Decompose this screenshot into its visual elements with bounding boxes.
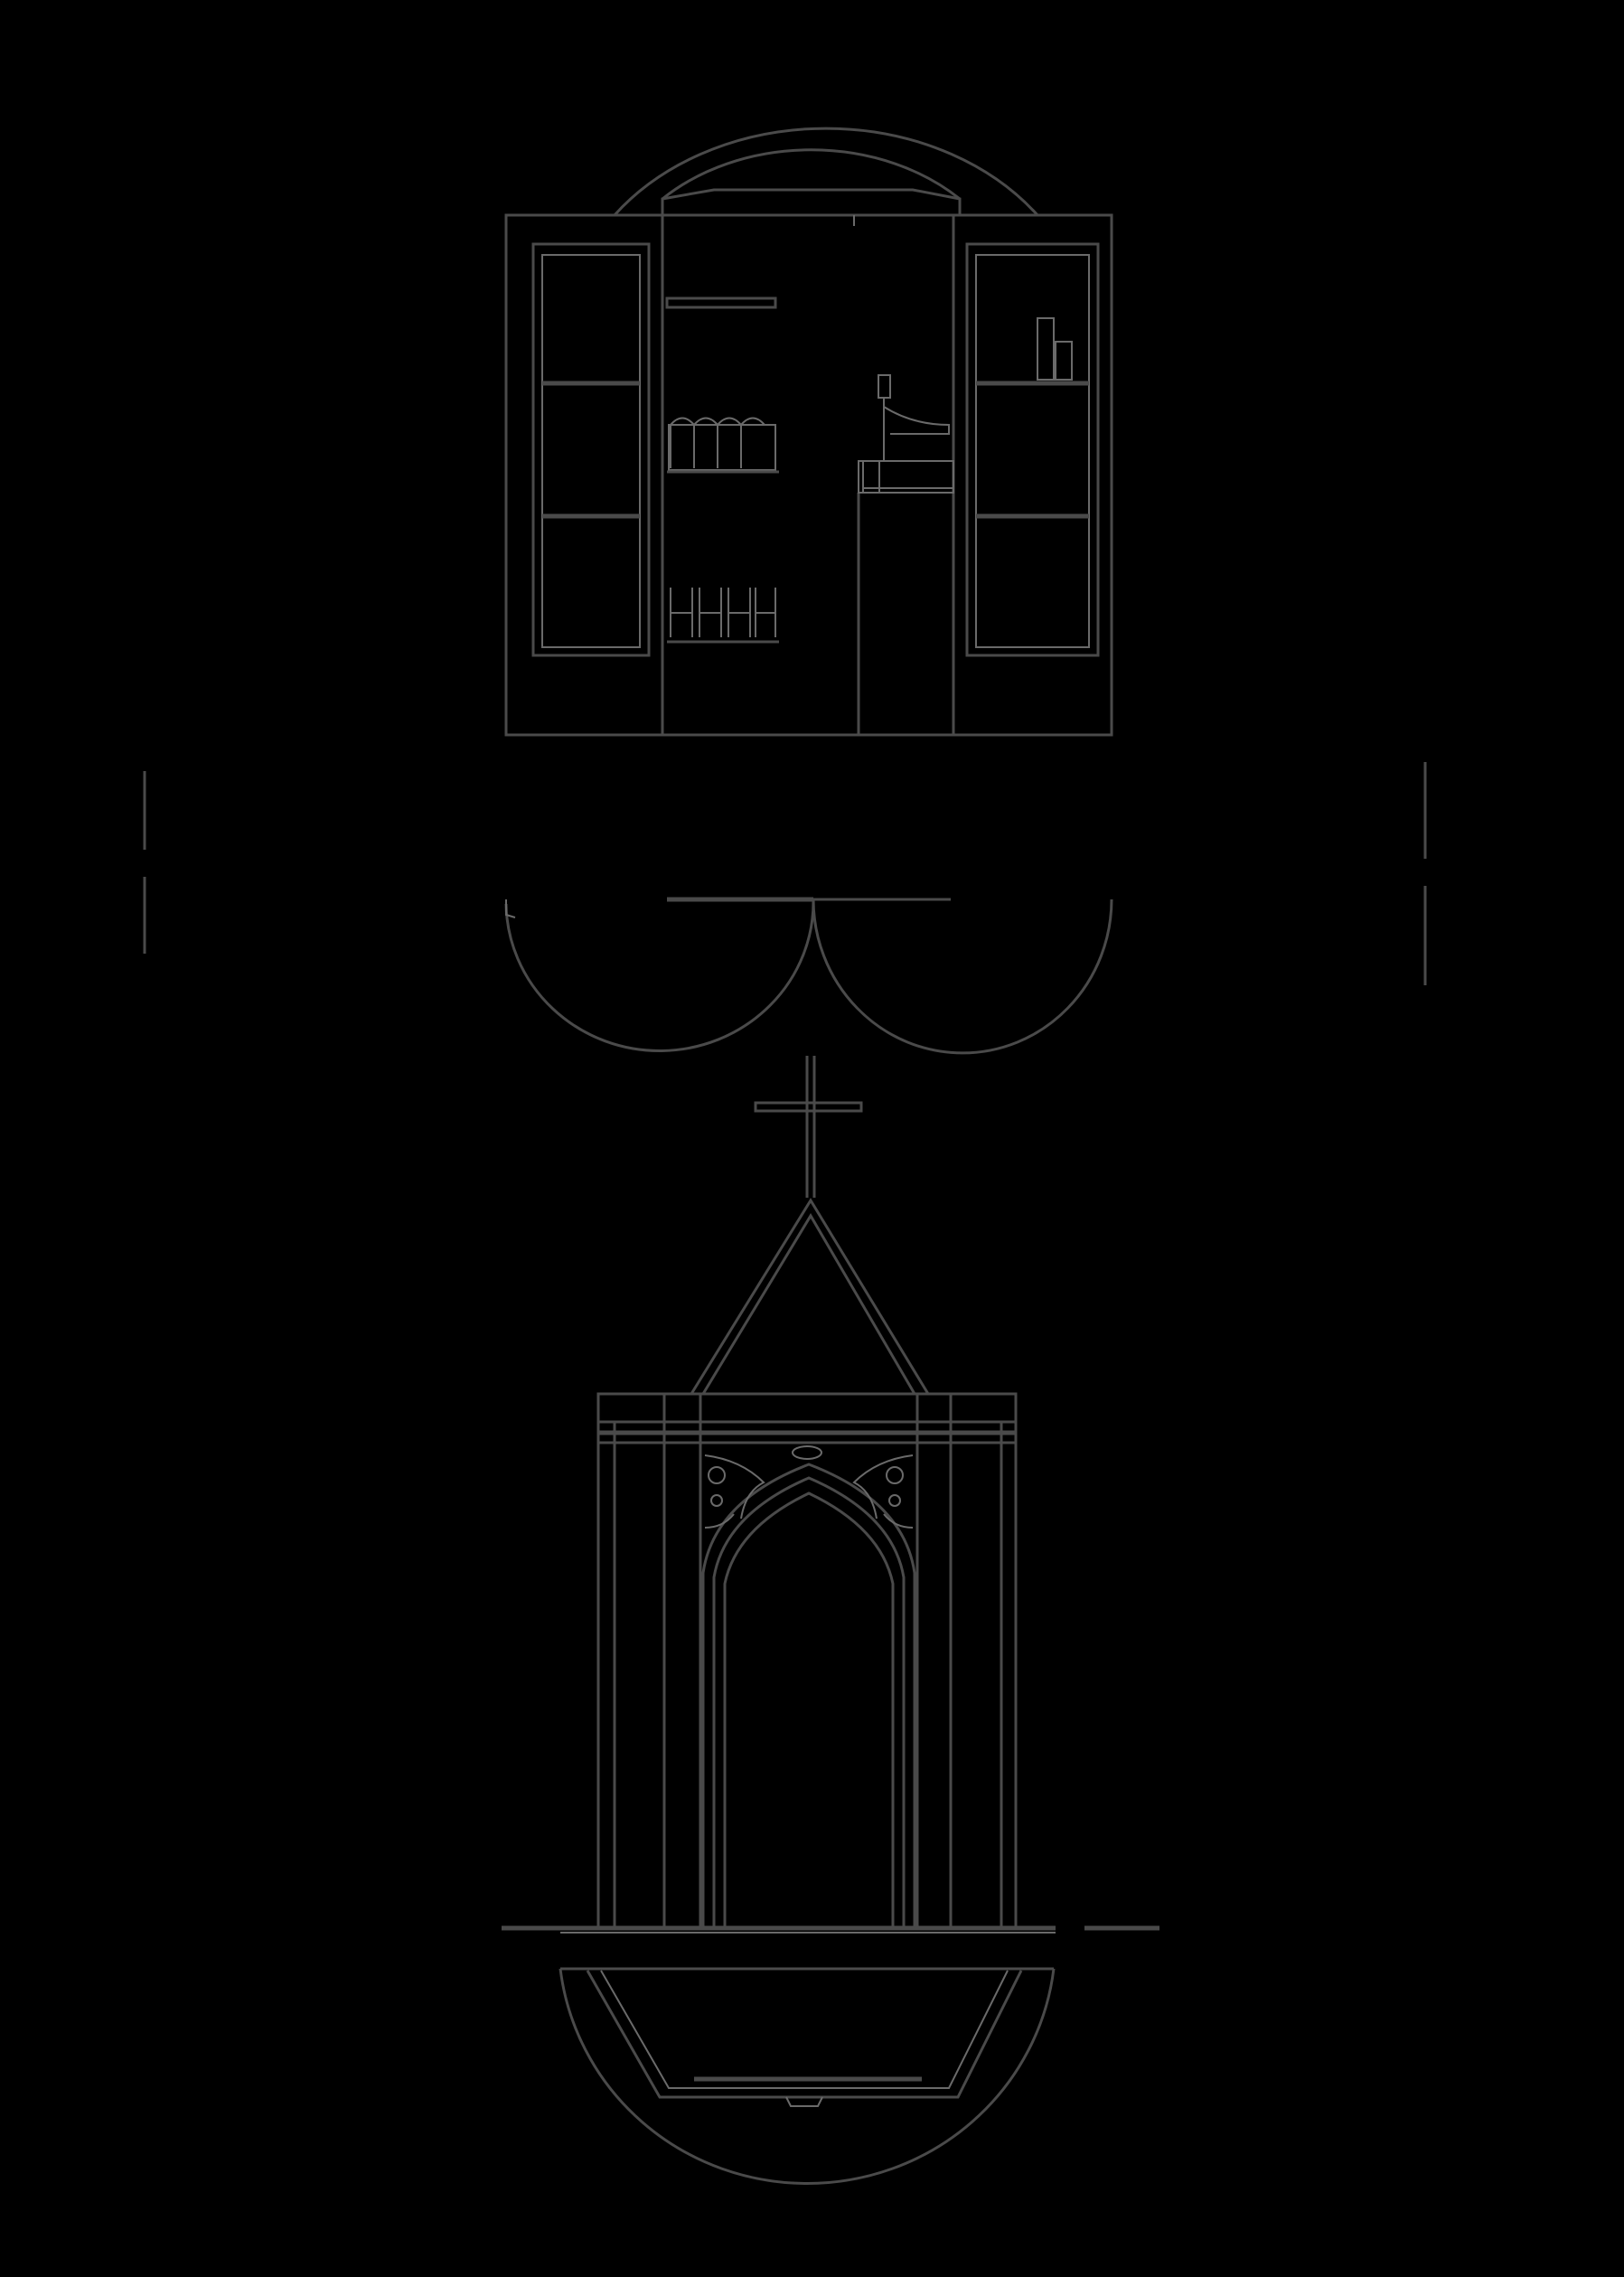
spandrel-scroll-left [704,1454,765,1529]
rosette-right-bottom [888,1494,901,1507]
left-door-inner [541,254,641,648]
tap [878,374,950,461]
spire-roof-inner [701,1213,916,1395]
rosette-right-top [886,1466,904,1484]
gothic-arch-inner [723,1491,895,1927]
middle-top-shelf [665,296,777,309]
jars-row [668,417,776,471]
plan-outer-arc [559,1968,1056,2185]
door-swing-plan [504,897,1113,1055]
rosette-left-bottom [710,1494,723,1507]
dimension-marks [143,762,1427,985]
cabinet-inner-arch [662,148,961,201]
right-door-frame [965,242,1100,657]
sink-counter [858,460,954,494]
plan-trapezoid-inner [600,1970,1009,2089]
spandrel-scroll-right [852,1454,914,1529]
door-swing-tick [505,899,516,918]
left-door-frame [531,242,651,657]
gothic-arch-mid [712,1476,906,1927]
gothic-shrine-elevation [502,1056,1159,1934]
shrine-plan [559,1967,1056,2185]
cross-arm [754,1101,863,1113]
cabinet-elevation [504,127,1113,737]
bottle-tall [1037,317,1055,381]
plan-trapezoid-outer [586,1970,1023,2099]
right-door-inner [975,254,1090,648]
door-swing-arc-left [504,899,815,1052]
keystone-ornament [792,1445,822,1460]
plan-step-notch [785,2096,823,2107]
spire-roof-outer [690,1198,930,1395]
gothic-arch-outer [701,1463,916,1927]
cabinet-body [504,213,1113,737]
cabinet-outer-arch [613,127,1039,217]
rosette-left-top [708,1466,726,1484]
cabinet-crown [661,188,962,215]
door-swing-arc-right [812,899,1113,1055]
letter-blocks-row [670,588,776,637]
bottle-short [1055,341,1073,381]
sink-basin [862,460,880,494]
